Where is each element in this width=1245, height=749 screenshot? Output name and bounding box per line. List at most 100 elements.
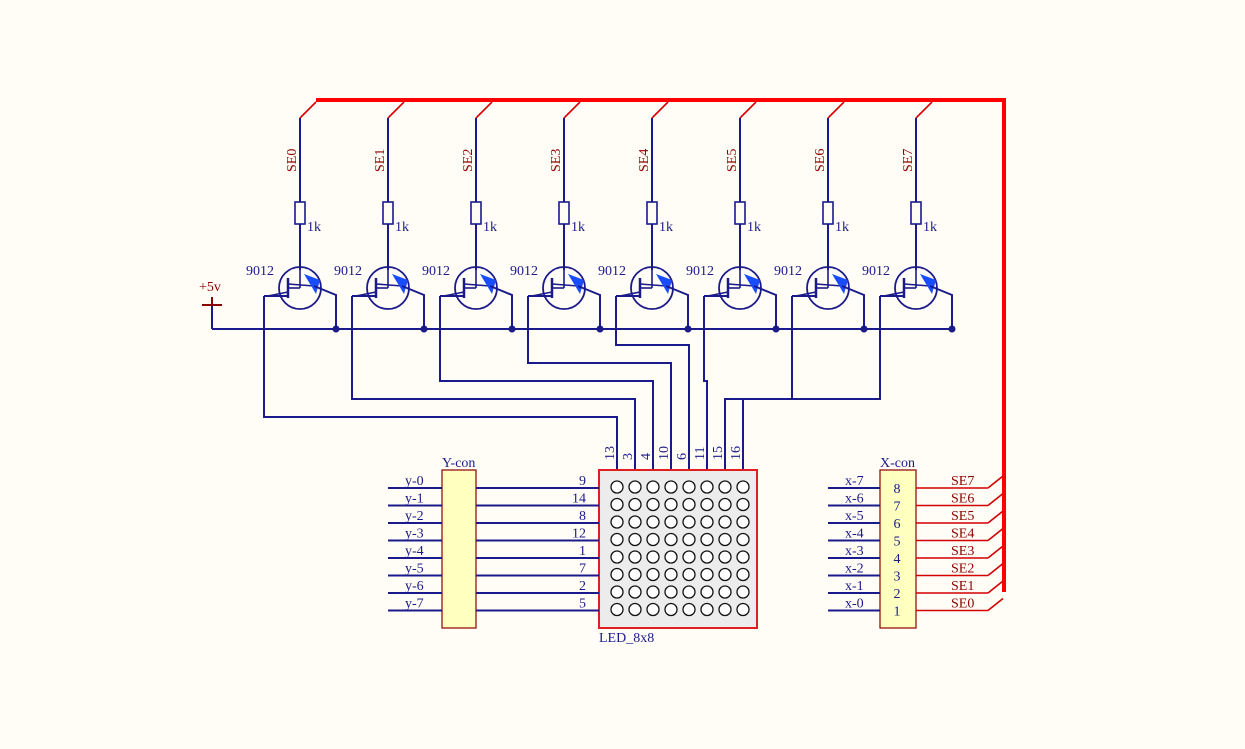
y-row-pin: 7 — [579, 562, 586, 577]
x-row-name: x-5 — [845, 509, 864, 524]
emitter-arrow — [920, 274, 936, 294]
x-con-body — [879, 469, 917, 629]
x-row-net: SE7 — [951, 474, 974, 489]
y-con-label: Y-con — [442, 456, 475, 471]
y-row-name: y-3 — [405, 527, 424, 542]
x-bus-tap — [987, 527, 1004, 542]
led — [628, 480, 642, 494]
resistor — [294, 201, 306, 225]
led — [628, 532, 642, 547]
junction-dot — [772, 325, 780, 333]
x-row-name: x-1 — [845, 579, 864, 594]
x-bus-tap — [987, 492, 1004, 507]
led — [610, 567, 624, 582]
resistor-label: 1k — [747, 220, 761, 235]
resistor-label: 1k — [659, 220, 673, 235]
transistor-label: 9012 — [510, 264, 538, 279]
led — [664, 550, 678, 564]
y-row-pin: 8 — [579, 509, 586, 524]
x-row-num: 2 — [894, 587, 901, 602]
x-bus-tap — [987, 580, 1004, 594]
x-con-label: X-con — [880, 456, 915, 471]
led — [664, 497, 678, 512]
se-net-label: SE7 — [901, 149, 916, 172]
junction-dot — [596, 325, 604, 333]
led — [718, 550, 732, 564]
led — [610, 497, 624, 512]
led — [664, 602, 678, 617]
led — [610, 480, 624, 494]
y-row-name: y-4 — [405, 544, 424, 559]
led — [664, 532, 678, 547]
stage-3: SE3 1k 9012 — [510, 101, 604, 333]
x-row-name: x-7 — [845, 474, 864, 489]
y-row-pin: 9 — [579, 474, 586, 489]
transistor-label: 9012 — [686, 264, 714, 279]
led — [628, 497, 642, 512]
y-row-name: y-5 — [405, 562, 424, 577]
junction-dot — [860, 325, 868, 333]
led — [628, 515, 642, 529]
y-row-name: y-1 — [405, 492, 424, 507]
bus-tap — [651, 101, 669, 119]
transistor-emitter — [815, 283, 843, 287]
x-row-name: x-0 — [845, 597, 864, 612]
se-net-label: SE6 — [813, 149, 828, 172]
bus-tap — [827, 101, 845, 119]
y-row-name: y-0 — [405, 474, 424, 489]
led — [646, 585, 660, 599]
emitter-lead — [841, 285, 865, 329]
x-bus-tap — [987, 475, 1004, 489]
led — [682, 480, 696, 494]
led — [682, 497, 696, 512]
se-bus — [316, 98, 1006, 592]
se-net-label: SE3 — [549, 149, 564, 172]
y-row-name: y-7 — [405, 597, 424, 612]
x-row-name: x-6 — [845, 492, 864, 507]
bus-tap — [387, 101, 405, 119]
transistor-emitter — [463, 283, 491, 287]
y-row-pin: 5 — [579, 597, 586, 612]
matrix-pin-label: 4 — [639, 453, 654, 460]
led — [610, 585, 624, 599]
column-wire-2 — [439, 296, 654, 470]
matrix-pin-label: 3 — [621, 453, 636, 460]
led — [646, 497, 660, 512]
emitter-arrow — [480, 274, 496, 294]
column-wire-6 — [724, 296, 793, 470]
transistor-label: 9012 — [598, 264, 626, 279]
bus-tap — [915, 101, 933, 119]
led — [646, 550, 660, 564]
emitter-lead — [313, 285, 337, 329]
x-bus-tap — [987, 597, 1004, 612]
led — [682, 585, 696, 599]
column-wire-7 — [742, 296, 881, 470]
led — [718, 567, 732, 582]
se-net-label: SE4 — [637, 149, 652, 172]
resistor-label: 1k — [571, 220, 585, 235]
led — [700, 550, 714, 564]
x-row-num: 8 — [894, 482, 901, 497]
column-wire-4 — [615, 296, 690, 470]
led — [736, 585, 750, 599]
led — [700, 585, 714, 599]
x-row-num: 4 — [894, 552, 901, 567]
x-row-name: x-4 — [845, 527, 864, 542]
led — [628, 602, 642, 617]
x-row-num: 6 — [894, 517, 901, 532]
matrix-pin-label: 10 — [657, 446, 672, 460]
emitter-arrow — [392, 274, 408, 294]
led — [646, 480, 660, 494]
emitter-lead — [577, 285, 601, 329]
y-con-body — [441, 469, 477, 629]
bus-tap — [563, 101, 581, 119]
transistor-label: 9012 — [334, 264, 362, 279]
led — [610, 550, 624, 564]
junction-dot — [684, 325, 692, 333]
bus-tap — [475, 101, 493, 119]
emitter-arrow — [744, 274, 760, 294]
transistor-emitter — [903, 283, 931, 287]
